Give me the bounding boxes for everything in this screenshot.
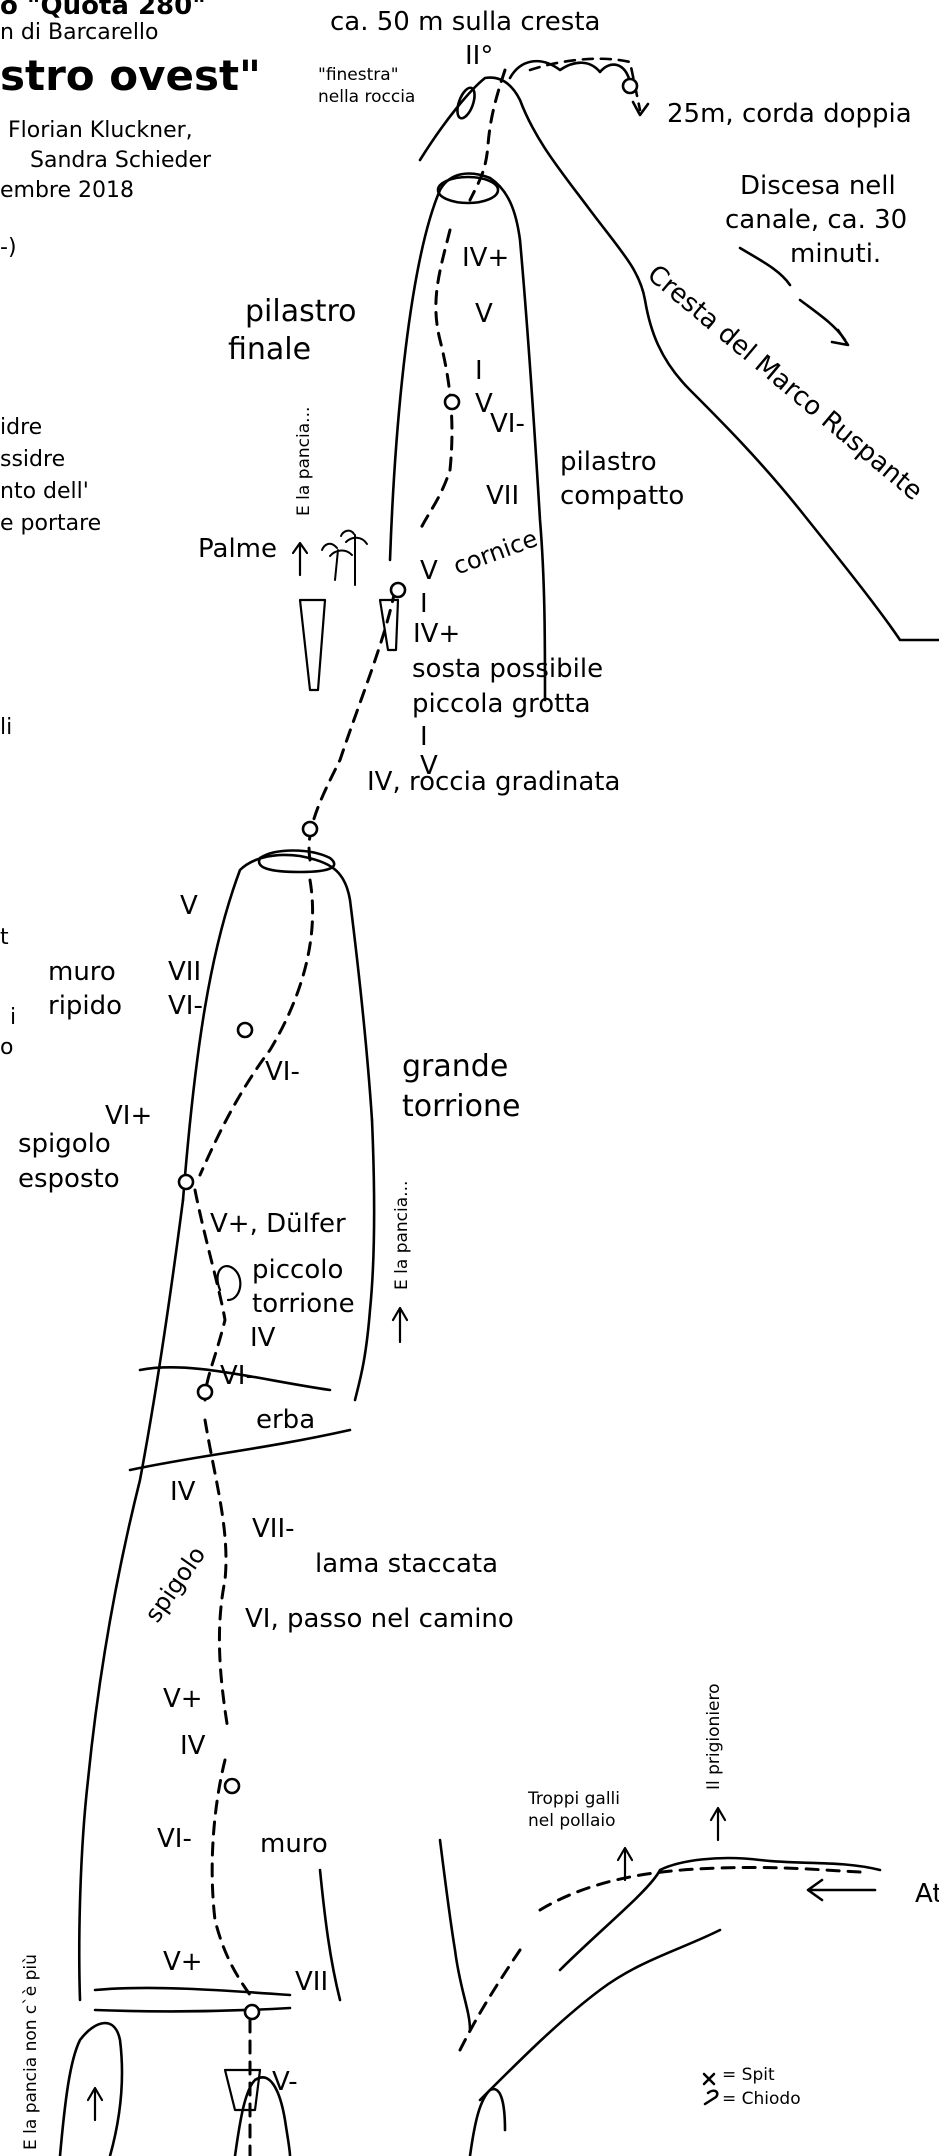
legend-symbols	[704, 2074, 717, 2104]
note-line-1: idre	[0, 415, 42, 440]
grade-l1: IV	[170, 1478, 195, 1508]
ridge-label: ca. 50 m sulla cresta	[330, 8, 600, 38]
flake-label: lama staccata	[315, 1550, 498, 1580]
grade-l8: V-	[272, 2068, 298, 2098]
edge-label-2: esposto	[18, 1165, 120, 1195]
grade-t5: VI+	[105, 1102, 152, 1132]
chimney-label: VI, passo nel camino	[245, 1605, 514, 1635]
pancia-label-tower: E la pancia...	[393, 1181, 413, 1290]
rappel-label: 25m, corda doppia	[667, 100, 912, 130]
palme-label: Palme	[198, 535, 277, 565]
descent-line-3: minuti.	[790, 240, 881, 270]
belay-label-1: sosta possibile	[412, 655, 603, 685]
small-tower-label-2: torrione	[252, 1290, 355, 1320]
grade-hint: -)	[0, 235, 17, 260]
grade-t4: VI-	[265, 1058, 300, 1088]
troppi-label-1: Troppi galli	[528, 1790, 620, 1810]
grade-ii: II°	[465, 42, 493, 72]
grade-t8: VI-	[220, 1362, 255, 1392]
grade-t6: V+, Dülfer	[210, 1210, 346, 1240]
belay-label-2: piccola grotta	[412, 690, 591, 720]
grade-l5: VI-	[157, 1825, 192, 1855]
grade-u3: I	[475, 357, 483, 387]
grade-l2: VII-	[252, 1515, 295, 1545]
troppi-label-2: nel pollaio	[528, 1812, 616, 1832]
tower-name-1: grande	[402, 1050, 508, 1085]
grade-t7: IV	[250, 1324, 275, 1354]
compact-label-1: pilastro	[560, 448, 657, 478]
grade-l3: V+	[163, 1685, 203, 1715]
note-line-2: ssidre	[0, 447, 65, 472]
grade-t1: V	[180, 892, 198, 922]
window-label-1: "finestra"	[318, 66, 399, 86]
small-tower-label-1: piccolo	[252, 1256, 343, 1286]
palm-trees	[322, 531, 367, 585]
note-frag-3: i	[10, 1005, 16, 1030]
date-label: embre 2018	[0, 178, 134, 203]
grade-u7: V	[420, 557, 438, 587]
compact-label-2: compatto	[560, 482, 684, 512]
title-top: o "Quota 280"	[0, 0, 206, 22]
legend-chiodo: = Chiodo	[722, 2090, 801, 2110]
approach-label: At	[915, 1880, 939, 1910]
grade-u10: I	[420, 723, 428, 753]
tower-name-2: torrione	[402, 1090, 520, 1125]
wall-label-2: ripido	[48, 992, 122, 1022]
grade-u12: IV, roccia gradinata	[367, 768, 620, 798]
grade-u1: IV+	[462, 244, 509, 274]
grade-u2: V	[475, 300, 493, 330]
grade-t3: VI-	[168, 992, 203, 1022]
wall-label-1: muro	[48, 958, 116, 988]
wall-label: muro	[260, 1830, 328, 1860]
grade-u8: I	[420, 590, 428, 620]
pancia-label-upper: E la pancia...	[295, 407, 315, 516]
grade-t2: VII	[168, 958, 201, 988]
edge-label-1: spigolo	[18, 1130, 111, 1160]
descent-line-1: Discesa nell	[740, 172, 896, 202]
route-title: stro ovest"	[0, 52, 261, 100]
grade-u5: VI-	[490, 410, 525, 440]
pillar-name-1: pilastro	[245, 295, 357, 330]
note-frag-1: li	[0, 715, 12, 740]
grade-u6: VII	[486, 482, 519, 512]
pancia-label-base: E la pancia non c`è più	[22, 1954, 42, 2150]
window-label-2: nella roccia	[318, 88, 415, 108]
pillar-name-2: finale	[228, 333, 311, 368]
legend-spit: = Spit	[722, 2066, 775, 2086]
prigioniero-label: Il prigioniero	[705, 1683, 725, 1790]
note-line-3: nto dell'	[0, 479, 89, 504]
note-frag-4: o	[0, 1035, 13, 1060]
grass-label: erba	[256, 1406, 315, 1436]
grade-l7: VII	[295, 1968, 328, 1998]
grade-l4: IV	[180, 1732, 205, 1762]
author-2: Sandra Schieder	[30, 148, 211, 173]
descent-line-2: canale, ca. 30	[725, 206, 907, 236]
location-label: n di Barcarello	[0, 20, 159, 45]
note-line-4: e portare	[0, 511, 101, 536]
grade-u9: IV+	[413, 620, 460, 650]
grade-l6: V+	[163, 1948, 203, 1978]
note-frag-2: t	[0, 925, 9, 950]
author-1: Florian Kluckner,	[8, 118, 193, 143]
